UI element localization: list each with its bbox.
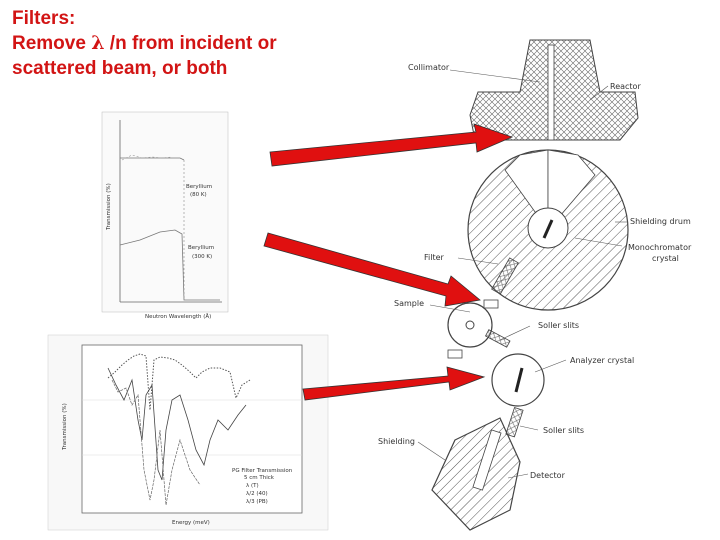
reactor-label: Reactor xyxy=(610,82,641,91)
beryllium-80k-temp: (80 K) xyxy=(190,192,207,198)
title-line-2: Remove λ /n from incident or xyxy=(12,31,277,56)
annotation-arrows xyxy=(263,123,514,401)
sample-table xyxy=(447,302,493,348)
soller-slits-label-1: Soller slits xyxy=(538,321,579,330)
beryllium-300k-temp: (300 K) xyxy=(192,254,212,260)
pg-legend-item-1: λ (T) xyxy=(246,483,259,489)
pg-lambda3-curve xyxy=(111,379,201,506)
spectrometer-diagram: Collimator Reactor Shielding drum Monoch… xyxy=(378,39,692,531)
title-line-2-suffix: /n from incident or xyxy=(104,33,277,54)
monochromator-crystal xyxy=(542,219,554,239)
monochromator-label: Monochromator xyxy=(628,243,692,252)
title-line-1: Filters: xyxy=(12,8,76,29)
soller-slits-label-2: Soller slits xyxy=(543,426,584,435)
title-line-3: scattered beam, or both xyxy=(12,58,228,79)
collimator-label: Collimator xyxy=(408,63,450,72)
lambda-symbol: λ xyxy=(91,32,105,54)
pg-lambda-curve xyxy=(107,353,251,411)
monochromator-crystal-label: crystal xyxy=(652,254,679,263)
beryllium-80k-curve xyxy=(120,157,185,161)
detector-label: Detector xyxy=(530,471,566,480)
detector-tube xyxy=(472,429,502,491)
sample-position xyxy=(465,320,475,330)
sample-slit-2 xyxy=(447,349,463,359)
beryllium-300k-label: Beryllium xyxy=(188,245,214,251)
filter-label: Filter xyxy=(424,253,445,262)
shielding-drum-label: Shielding drum xyxy=(630,217,691,226)
beryllium-y-label: Transmission (%) xyxy=(106,183,112,231)
pg-lambda2-curve xyxy=(107,367,247,481)
beryllium-x-label: Neutron Wavelength (Å) xyxy=(145,313,211,320)
analyzer-crystal-label: Analyzer crystal xyxy=(570,356,634,365)
leader-lines xyxy=(417,69,628,479)
beryllium-80k-label: Beryllium xyxy=(186,184,212,190)
arrow-sample xyxy=(263,232,481,307)
arrow-incident xyxy=(269,123,514,167)
pg-filter-plot: Transmission (%) Energy (meV) PG Filter … xyxy=(47,334,329,531)
sample-label: Sample xyxy=(394,299,424,308)
beryllium-300k-curve xyxy=(119,229,220,301)
shielding-label: Shielding xyxy=(378,437,415,446)
pg-legend-title: PG Filter Transmission xyxy=(232,468,293,474)
pg-gridlines xyxy=(82,399,302,456)
pg-x-label: Energy (meV) xyxy=(172,520,210,526)
pg-y-label: Transmission (%) xyxy=(62,403,68,451)
beryllium-80k-points xyxy=(121,154,173,161)
beryllium-plot: Beryllium (80 K) Beryllium (300 K) Trans… xyxy=(101,111,229,320)
soller-slits-1-block xyxy=(484,329,511,348)
beryllium-plot-background xyxy=(101,111,229,313)
pg-legend-item-2: λ/2 (40) xyxy=(246,491,268,497)
sample-slit xyxy=(483,299,499,309)
pg-plot-frame xyxy=(81,344,303,514)
arrow-analyzer xyxy=(302,366,486,401)
analyzer-crystal xyxy=(514,367,524,393)
filter-block xyxy=(491,257,519,295)
soller-slits-2-block xyxy=(505,406,524,438)
pg-legend-item-3: λ/3 (PB) xyxy=(246,499,268,505)
slide-title: Filters: Remove λ /n from incident or sc… xyxy=(12,6,277,81)
pg-legend-subtitle: 5 cm Thick xyxy=(244,475,275,481)
detector-shielding xyxy=(431,417,521,531)
title-line-2-prefix: Remove xyxy=(12,33,92,54)
drum-wedge-2 xyxy=(547,149,596,232)
collimator-channel xyxy=(547,44,555,141)
